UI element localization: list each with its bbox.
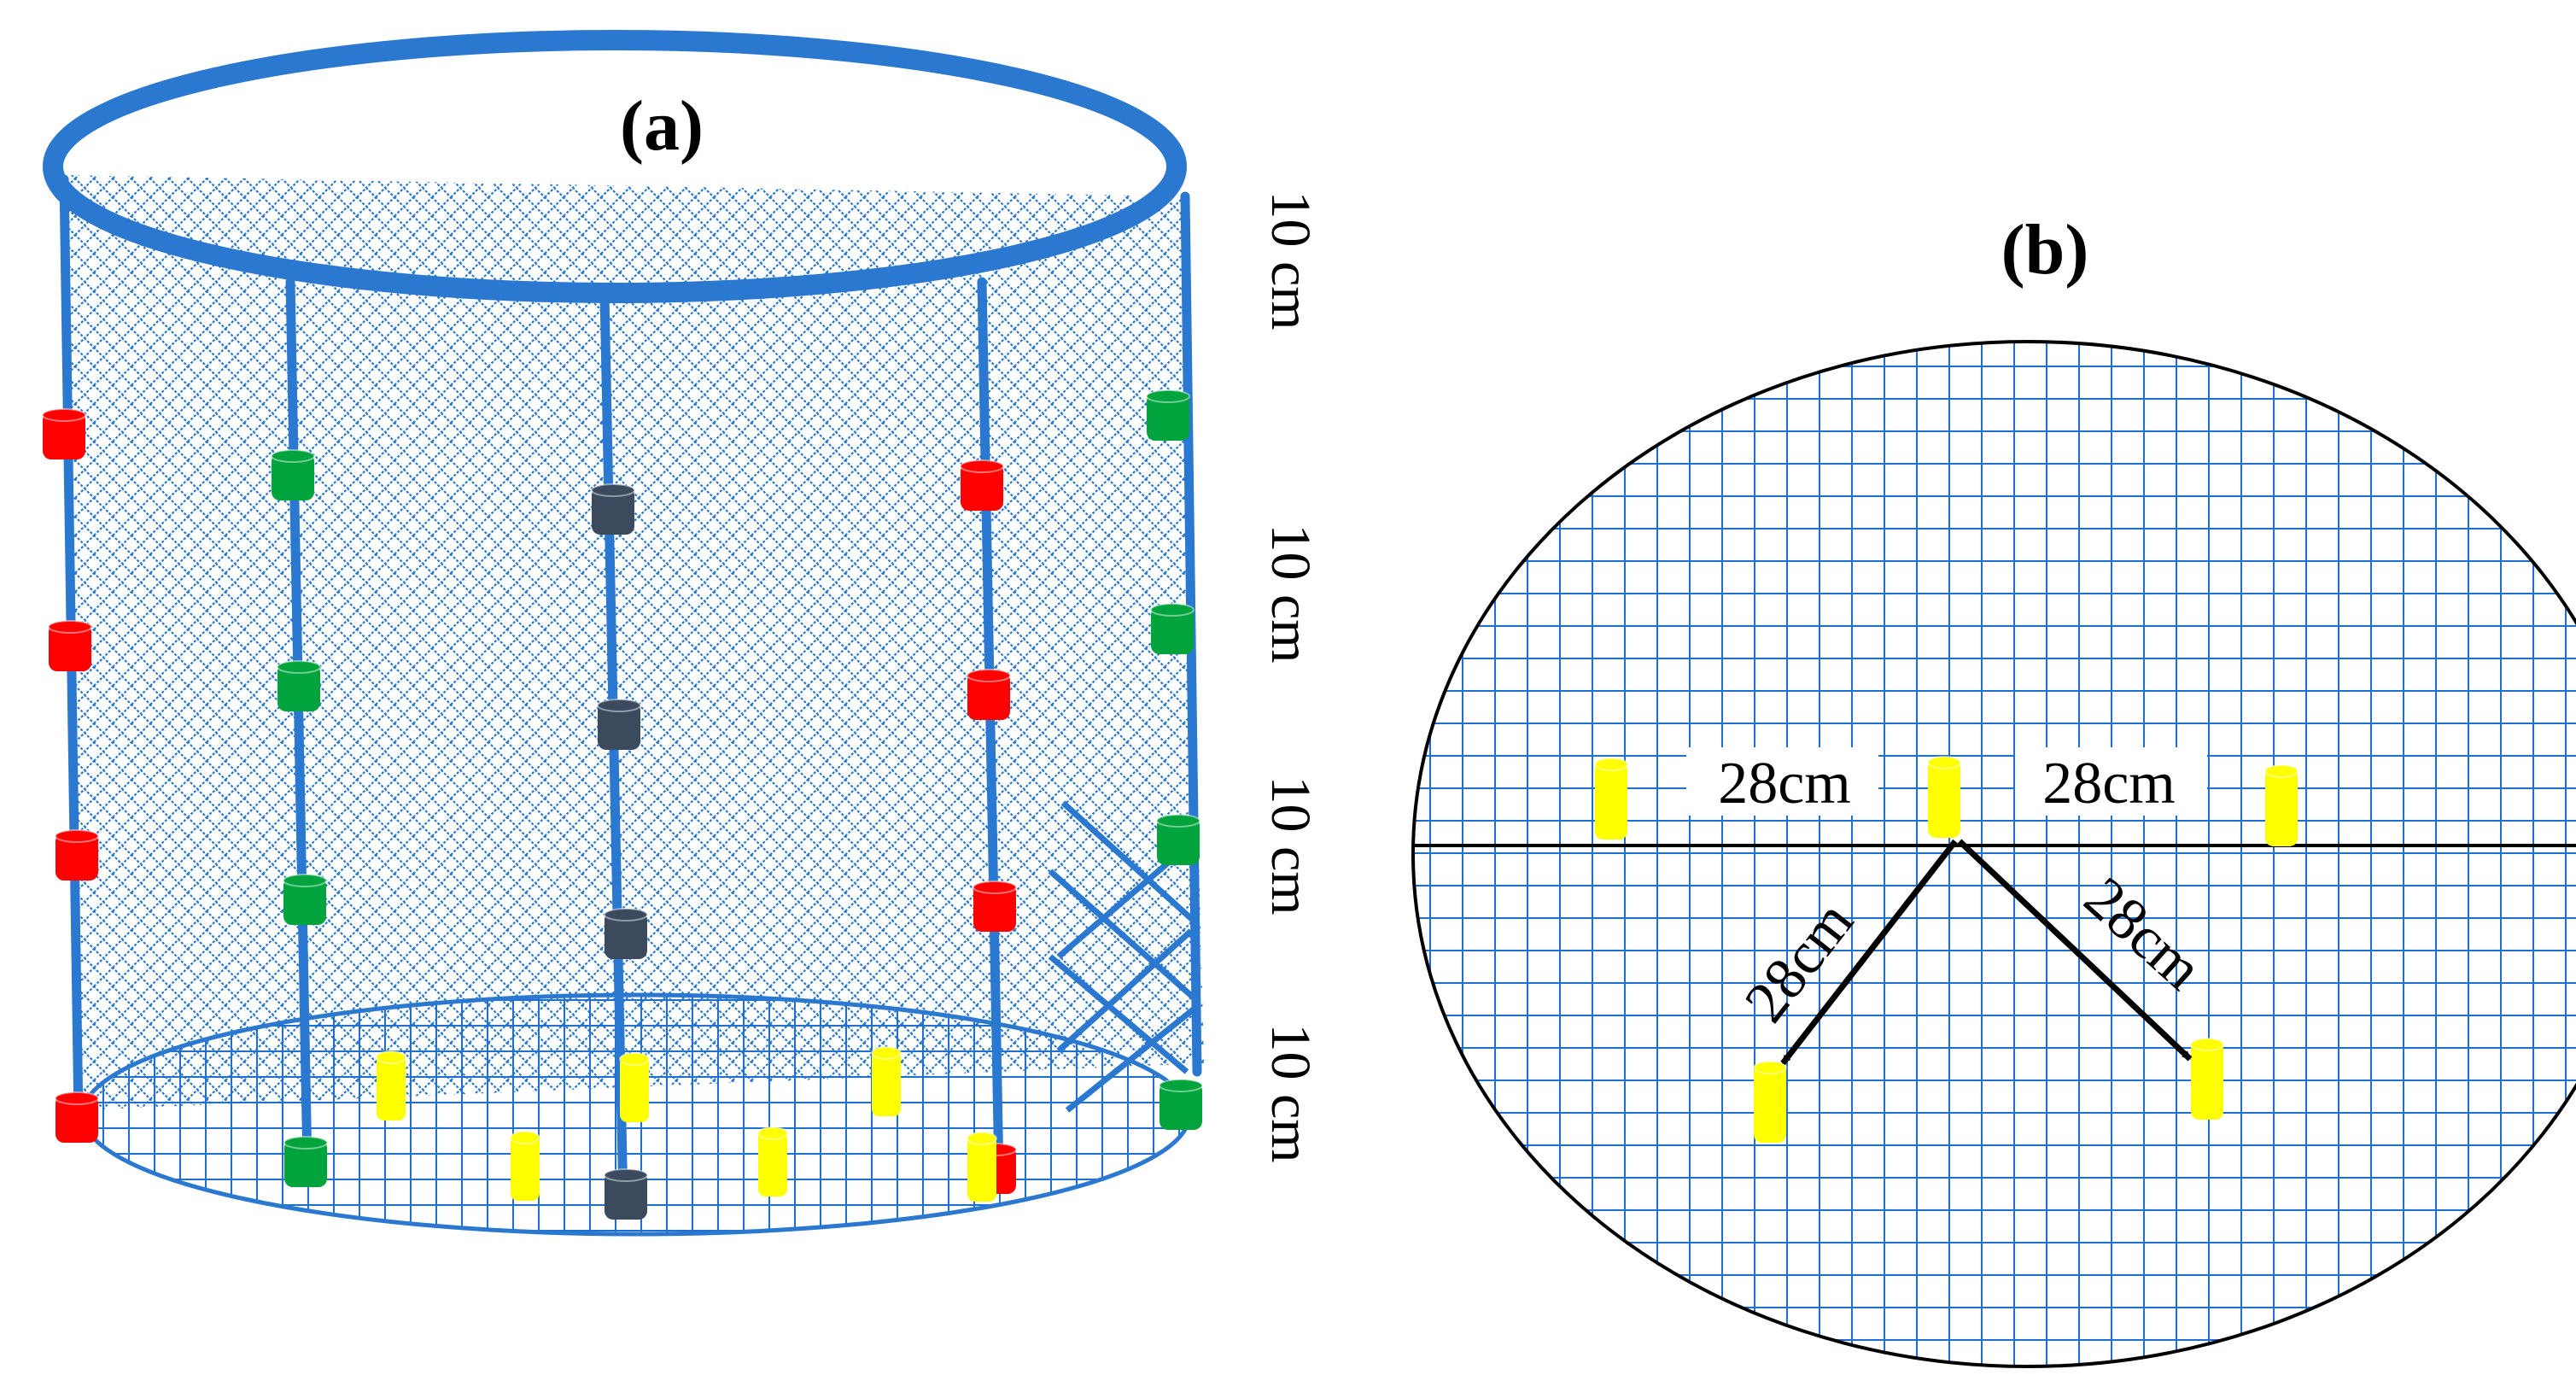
- label-bg-left: [1686, 747, 1878, 816]
- sensor-red: [973, 881, 1017, 932]
- sensor-plan-yellow: [1927, 756, 1961, 838]
- plan-grid: [1413, 342, 2576, 1366]
- panel-a-label: (a): [620, 86, 704, 166]
- panel-a: (a) 10 cm 10 cm 10 cm 10 cm: [42, 30, 1322, 1237]
- arrow-diag-left: [1780, 839, 1958, 1066]
- sensor-green: [1159, 1079, 1203, 1130]
- brace-lines: [1048, 800, 1198, 1113]
- sensor-dark: [604, 1168, 648, 1220]
- sensor-red: [960, 459, 1004, 511]
- sensors-b: [1594, 756, 2299, 1143]
- panel-b: (b) 28cm 28cm 28cm 28cm: [1411, 210, 2576, 1368]
- rod-right-inner: [977, 277, 1004, 1179]
- spacing-label: 10 cm: [1259, 775, 1322, 915]
- sensor-bottom-yellow: [967, 1132, 997, 1202]
- sensor-red: [42, 408, 86, 459]
- sensor-bottom-yellow: [510, 1131, 540, 1201]
- sensor-dark: [597, 699, 641, 750]
- sensor-plan-yellow: [1594, 758, 1628, 840]
- sensor-green: [1156, 814, 1200, 865]
- spacing-label: 10 cm: [1259, 190, 1322, 330]
- sensor-red: [55, 829, 99, 881]
- sensor-dark: [591, 483, 635, 535]
- spacing-label: 10 cm: [1259, 1023, 1322, 1162]
- sensor-green: [1146, 389, 1190, 441]
- sensor-green: [283, 1136, 328, 1187]
- sensor-green: [277, 660, 321, 711]
- sensor-plan-yellow: [2264, 764, 2299, 846]
- arrow-diag-right: [1957, 839, 2193, 1062]
- sensor-green: [283, 874, 327, 925]
- top-ring: [43, 30, 1187, 303]
- sensor-bottom-yellow: [871, 1046, 902, 1116]
- sensor-bottom-yellow: [757, 1126, 788, 1197]
- sensor-red: [967, 669, 1011, 720]
- net-mesh: [64, 175, 1204, 1110]
- sensor-dark: [604, 908, 648, 959]
- spacing-label: 10 cm: [1259, 524, 1322, 663]
- sensor-plan-yellow: [1753, 1061, 1787, 1143]
- sensor-green: [271, 449, 315, 500]
- label-bg-right: [2015, 747, 2207, 816]
- distance-label-right: 28cm: [2042, 751, 2176, 816]
- sensor-red: [55, 1091, 99, 1143]
- panel-b-label: (b): [2001, 210, 2089, 290]
- spacing-labels: 10 cm 10 cm 10 cm 10 cm: [1259, 190, 1322, 1162]
- sensors-a: [42, 389, 1203, 1220]
- rod-left-inner: [285, 277, 313, 1171]
- sensor-green: [1150, 603, 1195, 654]
- sensor-red: [48, 620, 92, 671]
- plan-circle: [1411, 340, 2576, 1368]
- sensor-plan-yellow: [2190, 1038, 2224, 1120]
- sensor-bottom-yellow: [376, 1050, 406, 1120]
- distance-label-left: 28cm: [1718, 751, 1851, 816]
- sensor-bottom-yellow: [619, 1052, 650, 1122]
